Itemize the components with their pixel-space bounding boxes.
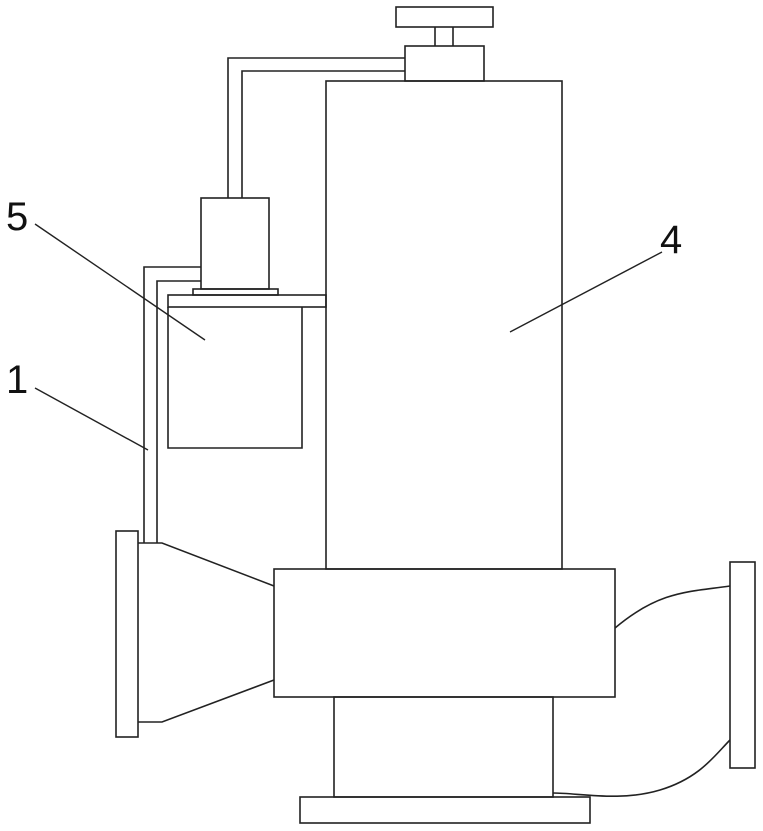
main-body-4 xyxy=(326,81,562,569)
outlet-curve-bottom xyxy=(553,740,730,796)
shelf xyxy=(168,295,326,307)
leader-1 xyxy=(35,388,148,450)
inlet-cone-top xyxy=(138,543,274,586)
pump-housing xyxy=(274,569,615,697)
valve-box xyxy=(405,46,484,81)
label-1: 1 xyxy=(6,358,28,402)
outlet-curve-top xyxy=(615,586,730,628)
mounting-plate xyxy=(193,289,278,295)
base-plate xyxy=(300,797,590,823)
label-5: 5 xyxy=(6,195,28,239)
leader-4 xyxy=(510,252,662,332)
label-4: 4 xyxy=(660,218,682,262)
valve-handle xyxy=(396,7,493,46)
pipe-1 xyxy=(144,267,201,543)
motor-box xyxy=(201,198,269,289)
outlet-flange xyxy=(730,562,755,768)
upper-pipe xyxy=(228,58,405,198)
inlet-flange xyxy=(116,531,138,737)
leader-5 xyxy=(35,224,205,340)
inlet-cone-bottom xyxy=(138,680,274,722)
lower-section xyxy=(334,697,553,797)
